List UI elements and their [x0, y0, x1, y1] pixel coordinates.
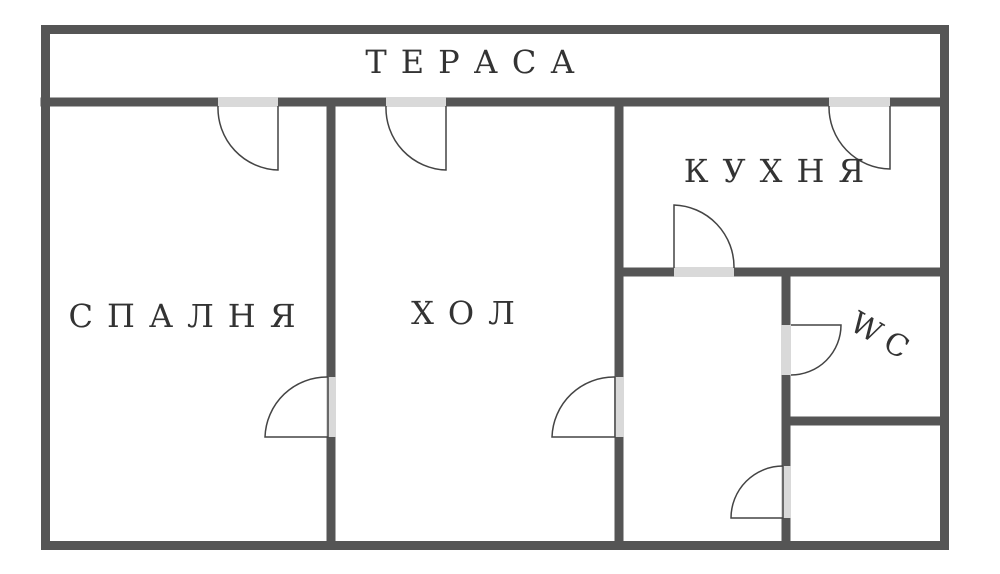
door-opening: [781, 325, 791, 375]
door-opening: [386, 97, 446, 107]
door-swing: [217, 105, 279, 171]
walls: [40, 25, 949, 550]
door-swing: [551, 376, 616, 438]
door-swing: [730, 465, 784, 519]
kitchen-label: КУХНЯ: [684, 152, 878, 190]
door-swing: [673, 204, 735, 269]
door-swing: [828, 105, 891, 170]
door-swing: [385, 105, 447, 171]
door-opening: [326, 377, 336, 437]
door-openings: [218, 97, 890, 518]
door-swing: [264, 376, 329, 438]
door-opening: [614, 377, 624, 437]
door-opening: [829, 97, 890, 107]
terrace-label: ТЕРАСА: [365, 43, 588, 81]
door-opening: [218, 97, 278, 107]
door-opening: [674, 267, 734, 277]
bedroom-label: СПАЛНЯ: [68, 297, 309, 335]
door-opening: [781, 466, 791, 518]
door-swings: [217, 105, 891, 519]
hall-label: ХОЛ: [411, 294, 529, 332]
door-swing: [790, 324, 842, 376]
outer-wall: [41, 25, 949, 550]
